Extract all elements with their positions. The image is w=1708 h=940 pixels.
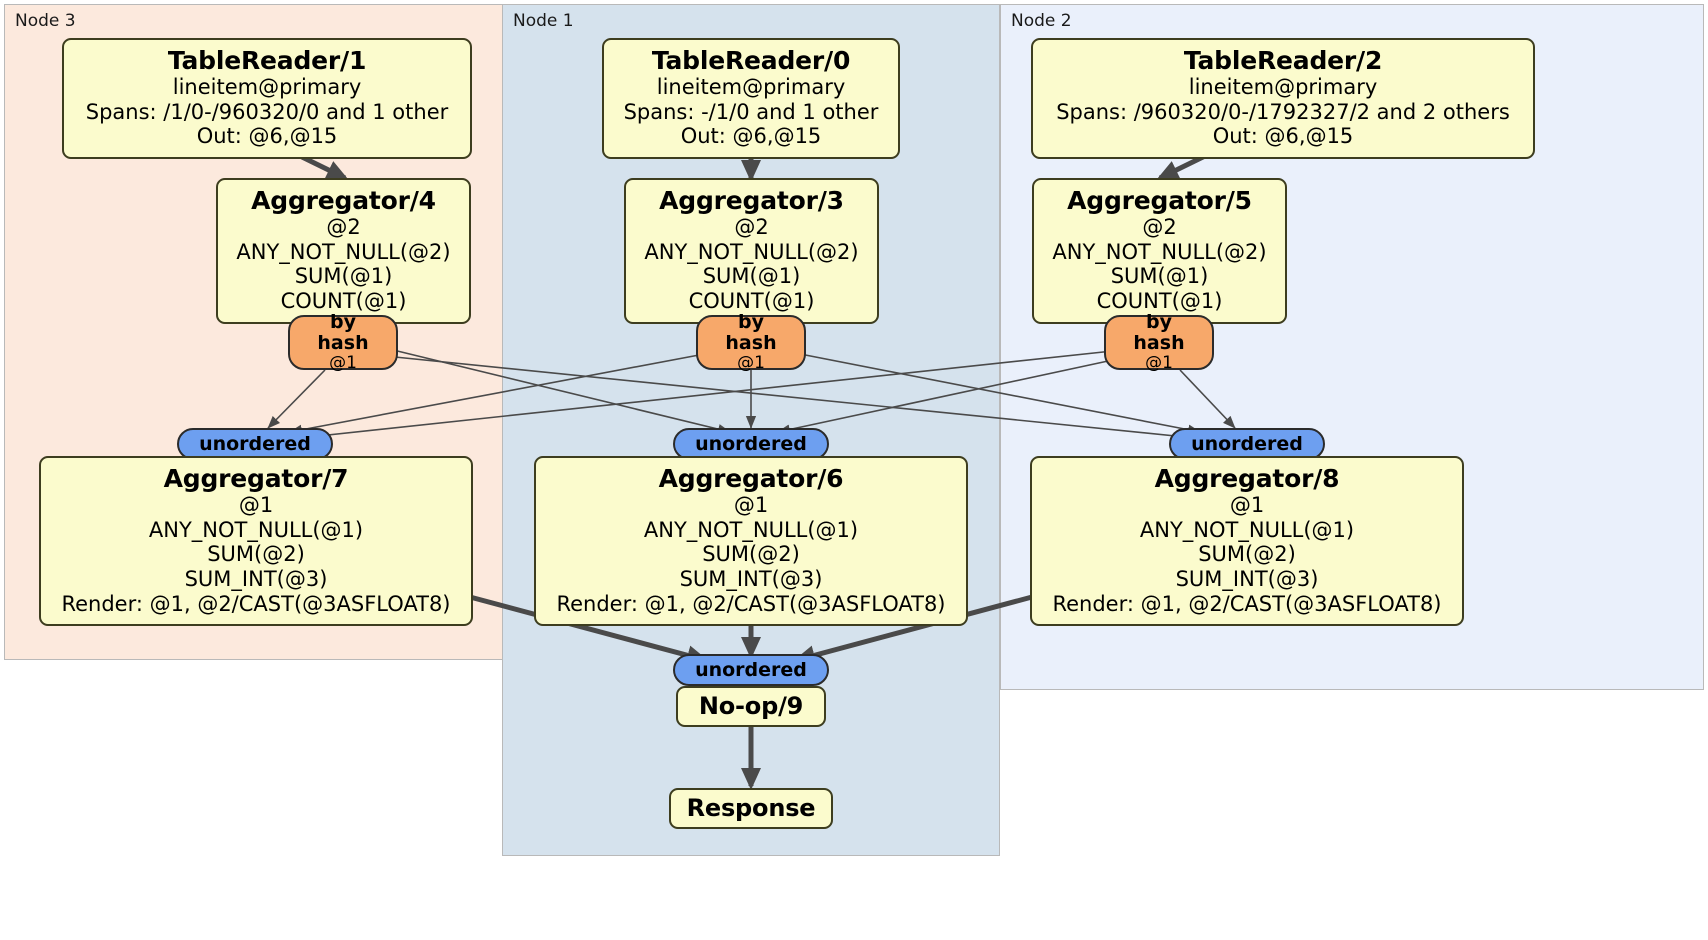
- processor-title: Response: [686, 794, 816, 822]
- processor-title: No-op/9: [698, 692, 804, 720]
- router-label: unordered: [1191, 432, 1303, 455]
- processor-detail-agg2: SUM(@1): [702, 264, 801, 289]
- processor-detail-agg3: SUM_INT(@3): [184, 566, 328, 591]
- router-label: unordered: [199, 432, 311, 455]
- router-label: unordered: [695, 658, 807, 681]
- processor-detail-agg2: SUM(@2): [207, 542, 305, 567]
- processor-detail-groupcol: @1: [1229, 493, 1265, 518]
- router-unordered-final[interactable]: unordered: [673, 654, 829, 686]
- processor-aggregator6[interactable]: Aggregator/6 @1 ANY_NOT_NULL(@1) SUM(@2)…: [534, 456, 968, 627]
- router-column: @1: [737, 352, 765, 373]
- processor-detail-agg1: ANY_NOT_NULL(@1): [643, 517, 859, 542]
- processor-detail-out: Out: @6,@15: [1212, 124, 1354, 149]
- processor-detail-agg2: SUM(@1): [1110, 264, 1209, 289]
- processor-title: TableReader/2: [1183, 46, 1383, 75]
- processor-detail-agg1: ANY_NOT_NULL(@1): [148, 517, 364, 542]
- processor-detail-groupcol: @2: [326, 215, 361, 240]
- processor-title: Aggregator/8: [1154, 464, 1340, 493]
- router-by-hash-right[interactable]: by hash @1: [1104, 310, 1214, 373]
- processor-detail-agg2: SUM(@2): [702, 542, 800, 567]
- processor-title: Aggregator/7: [163, 464, 349, 493]
- processor-tablereader0[interactable]: TableReader/0 lineitem@primary Spans: -/…: [602, 38, 900, 159]
- processor-detail-agg1: ANY_NOT_NULL(@2): [236, 239, 451, 264]
- processor-detail-agg1: ANY_NOT_NULL(@2): [644, 239, 859, 264]
- processor-title: Aggregator/3: [659, 186, 844, 215]
- processor-detail-groupcol: @1: [238, 493, 274, 518]
- processor-detail-agg3: COUNT(@1): [688, 288, 815, 313]
- processor-detail-agg3: SUM_INT(@3): [679, 566, 823, 591]
- router-column: @1: [329, 352, 357, 373]
- router-column: @1: [1145, 352, 1173, 373]
- processor-detail-groupcol: @1: [733, 493, 769, 518]
- processor-detail-table: lineitem@primary: [1188, 75, 1378, 100]
- region-node1-label: Node 1: [513, 11, 574, 31]
- router-label: unordered: [695, 432, 807, 455]
- processor-aggregator8[interactable]: Aggregator/8 @1 ANY_NOT_NULL(@1) SUM(@2)…: [1030, 456, 1464, 627]
- region-node3-label: Node 3: [15, 11, 76, 31]
- processor-title: Aggregator/6: [658, 464, 844, 493]
- processor-detail-groupcol: @2: [1142, 215, 1177, 240]
- processor-tablereader1[interactable]: TableReader/1 lineitem@primary Spans: /1…: [62, 38, 472, 159]
- processor-detail-agg1: ANY_NOT_NULL(@2): [1052, 239, 1267, 264]
- processor-detail-table: lineitem@primary: [172, 75, 362, 100]
- processor-detail-agg3: COUNT(@1): [1096, 288, 1223, 313]
- processor-aggregator7[interactable]: Aggregator/7 @1 ANY_NOT_NULL(@1) SUM(@2)…: [39, 456, 473, 627]
- processor-detail-render: Render: @1, @2/CAST(@3ASFLOAT8): [1052, 591, 1442, 616]
- router-label: by hash: [1133, 310, 1185, 354]
- processor-detail-out: Out: @6,@15: [680, 124, 822, 149]
- processor-detail-groupcol: @2: [734, 215, 769, 240]
- processor-aggregator3[interactable]: Aggregator/3 @2 ANY_NOT_NULL(@2) SUM(@1)…: [624, 178, 879, 324]
- router-label: by hash: [725, 310, 777, 354]
- processor-title: TableReader/0: [651, 46, 851, 75]
- processor-detail-agg1: ANY_NOT_NULL(@1): [1139, 517, 1355, 542]
- processor-title: TableReader/1: [167, 46, 367, 75]
- processor-aggregator5[interactable]: Aggregator/5 @2 ANY_NOT_NULL(@2) SUM(@1)…: [1032, 178, 1287, 324]
- processor-response[interactable]: Response: [669, 788, 833, 830]
- processor-title: Aggregator/4: [251, 186, 436, 215]
- processor-detail-agg3: SUM_INT(@3): [1175, 566, 1319, 591]
- processor-detail-render: Render: @1, @2/CAST(@3ASFLOAT8): [61, 591, 451, 616]
- processor-aggregator4[interactable]: Aggregator/4 @2 ANY_NOT_NULL(@2) SUM(@1)…: [216, 178, 471, 324]
- router-unordered-mid[interactable]: unordered: [673, 428, 829, 460]
- processor-detail-render: Render: @1, @2/CAST(@3ASFLOAT8): [556, 591, 946, 616]
- processor-detail-agg3: COUNT(@1): [280, 288, 407, 313]
- processor-tablereader2[interactable]: TableReader/2 lineitem@primary Spans: /9…: [1031, 38, 1535, 159]
- router-unordered-right[interactable]: unordered: [1169, 428, 1325, 460]
- region-node2-label: Node 2: [1011, 11, 1072, 31]
- router-label: by hash: [317, 310, 369, 354]
- processor-title: Aggregator/5: [1067, 186, 1252, 215]
- router-by-hash-mid[interactable]: by hash @1: [696, 310, 806, 373]
- processor-noop9[interactable]: No-op/9: [676, 686, 826, 728]
- processor-detail-spans: Spans: /1/0-/960320/0 and 1 other: [85, 99, 449, 124]
- processor-detail-agg2: SUM(@1): [294, 264, 393, 289]
- processor-detail-out: Out: @6,@15: [196, 124, 338, 149]
- router-by-hash-left[interactable]: by hash @1: [288, 310, 398, 373]
- processor-detail-spans: Spans: /960320/0-/1792327/2 and 2 others: [1056, 99, 1510, 124]
- processor-detail-spans: Spans: -/1/0 and 1 other: [623, 99, 879, 124]
- processor-detail-agg2: SUM(@2): [1198, 542, 1296, 567]
- processor-detail-table: lineitem@primary: [656, 75, 846, 100]
